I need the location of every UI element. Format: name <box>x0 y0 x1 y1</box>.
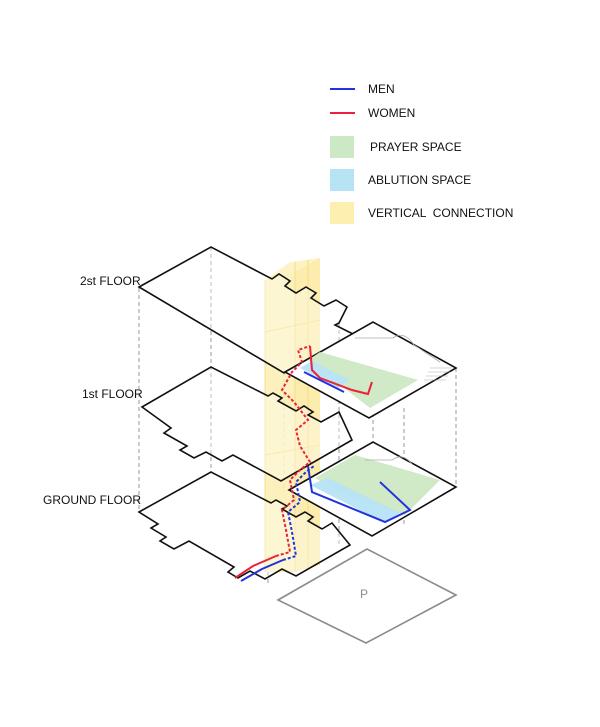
women-vertical-route <box>275 345 312 557</box>
prayer-space-swatch <box>330 136 354 158</box>
legend-label-ablution-space: ABLUTION SPACE <box>368 173 471 187</box>
upper-women-path <box>309 345 373 396</box>
legend-item-prayer-space: PRAYER SPACE <box>330 136 462 158</box>
floor-label-first: 1st FLOOR <box>82 387 143 401</box>
ablution-space-swatch <box>330 169 354 191</box>
legend-item-ablution-space: ABLUTION SPACE <box>330 169 471 191</box>
upper-men-path <box>303 371 345 393</box>
legend-item-men: MEN <box>330 82 395 96</box>
tower-edges <box>264 260 321 572</box>
second-floor-outline <box>137 246 357 374</box>
first-floor-outline <box>140 366 354 482</box>
women-entry-path <box>234 555 277 579</box>
floor-label-second: 2st FLOOR <box>80 274 141 288</box>
parking-label: P <box>360 587 368 601</box>
lower-ablution-space <box>310 478 400 523</box>
upper-prayer-space <box>308 352 418 408</box>
legend-item-women: WOMEN <box>330 106 415 120</box>
vertical-connection-tower <box>264 258 321 572</box>
lower-annex-interior <box>365 456 413 465</box>
legend-label-men: MEN <box>368 82 395 96</box>
vertical-connection-swatch <box>330 202 354 224</box>
tower-front-face <box>265 262 295 572</box>
legend-label-prayer-space: PRAYER SPACE <box>370 140 462 154</box>
upper-annex <box>283 321 458 419</box>
lower-men-path <box>307 465 412 524</box>
upper-annex-interior <box>355 334 441 363</box>
men-vertical-route <box>282 465 315 561</box>
legend-label-vertical-connection: VERTICAL CONNECTION <box>368 206 513 220</box>
upper-annex-hatch <box>424 367 452 381</box>
second-floor-plate <box>137 246 357 374</box>
men-entry-path <box>240 559 284 582</box>
legend: MEN WOMEN PRAYER SPACE ABLUTION SPACE VE… <box>330 82 513 224</box>
first-floor-plate <box>140 366 354 482</box>
legend-item-vertical-connection: VERTICAL CONNECTION <box>330 202 513 224</box>
lower-prayer-space <box>315 455 440 515</box>
lower-annex <box>287 441 458 537</box>
parking-outline <box>276 548 458 644</box>
parking-plate: P <box>276 548 458 644</box>
circulation <box>234 345 315 582</box>
legend-label-women: WOMEN <box>368 106 415 120</box>
floor-label-ground: GROUND FLOOR <box>43 493 141 507</box>
